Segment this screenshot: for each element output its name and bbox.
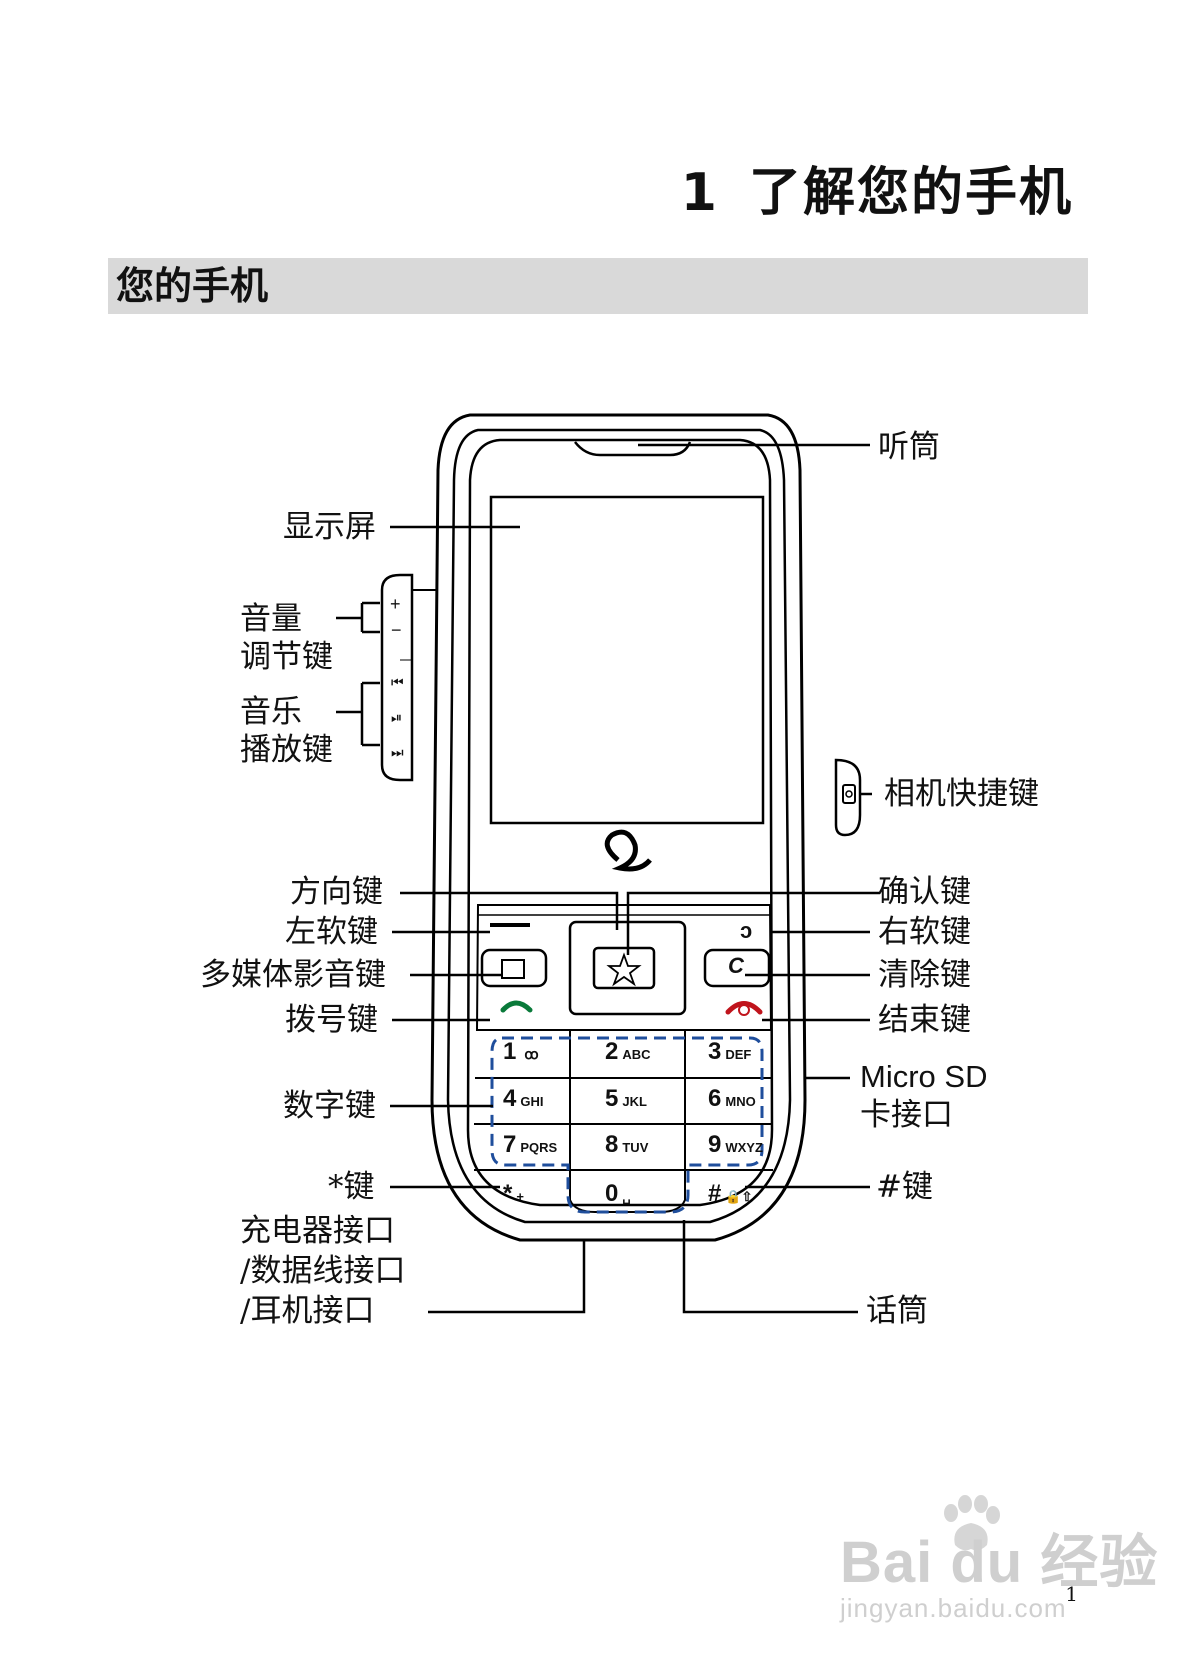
leader-confirm xyxy=(626,891,880,955)
leader-music xyxy=(336,681,380,747)
label-confirm-key: 确认键 xyxy=(878,874,971,910)
key-letters: GHI xyxy=(520,1094,544,1109)
label-microsd-1: Micro SD xyxy=(860,1059,988,1094)
label-hash-key: #键 xyxy=(876,1169,933,1205)
label-earpiece: 听筒 xyxy=(878,429,940,465)
label-end-key: 结束键 xyxy=(878,1002,971,1038)
key-letters: PQRS xyxy=(520,1140,558,1155)
key-digit: 9 xyxy=(708,1131,722,1158)
label-clear-key: 清除键 xyxy=(878,957,971,993)
key-extra: ꝏ xyxy=(524,1046,539,1062)
key-letters: ABC xyxy=(622,1047,651,1062)
label-left-soft-key: 左软键 xyxy=(285,914,378,950)
section-title: 您的手机 xyxy=(116,264,269,308)
volume-up-label: + xyxy=(390,594,401,614)
label-volume-2: 调节键 xyxy=(240,639,333,675)
label-camera-key: 相机快捷键 xyxy=(884,776,1039,812)
section-bar xyxy=(108,258,1088,314)
label-microsd-2: 卡接口 xyxy=(860,1097,953,1133)
volume-keys xyxy=(380,573,414,782)
music-play-icon: ⏯ xyxy=(391,710,403,726)
label-display: 显示屏 xyxy=(283,509,376,545)
phone-inner-body xyxy=(446,428,792,1224)
end-key-icon xyxy=(725,1001,763,1016)
key-digit: * xyxy=(503,1180,513,1207)
key-0[interactable]: 0␣ xyxy=(605,1180,631,1208)
key-letters: ␣ xyxy=(622,1189,631,1204)
key-letters: + xyxy=(516,1189,524,1204)
confirm-star-icon xyxy=(606,952,642,987)
key-digit: 0 xyxy=(605,1180,619,1207)
label-charger-3: /耳机接口 xyxy=(240,1293,375,1329)
key-digit: 6 xyxy=(708,1085,722,1112)
key-digit: 3 xyxy=(708,1038,722,1065)
key-digit: 8 xyxy=(605,1131,619,1158)
baidu-paw-logo xyxy=(944,1495,1000,1551)
label-music-1: 音乐 xyxy=(240,694,302,730)
key-hash[interactable]: #🔒⇧ xyxy=(708,1180,752,1208)
leader-microphone xyxy=(682,1220,858,1314)
dial-key-icon xyxy=(500,1000,533,1013)
key-digit: 5 xyxy=(605,1085,619,1112)
display-screen xyxy=(489,495,765,825)
earpiece-slot xyxy=(574,441,692,457)
label-star-key: *键 xyxy=(328,1169,375,1205)
watermark-brand: Bai du 经验 xyxy=(840,1530,1159,1595)
label-music-2: 播放键 xyxy=(240,732,333,768)
confirm-key-box xyxy=(592,946,656,990)
key-star[interactable]: *+ xyxy=(503,1180,524,1208)
label-volume-1: 音量 xyxy=(240,601,302,637)
label-microphone: 话筒 xyxy=(866,1293,928,1329)
key-digit: 1 xyxy=(503,1038,517,1065)
music-next-icon: ⏭ xyxy=(391,745,404,761)
phone-outer-body xyxy=(430,413,807,1242)
leader-charger xyxy=(428,1240,586,1314)
camera-key xyxy=(834,758,862,837)
key-letters: 🔒⇧ xyxy=(725,1189,753,1204)
label-charger-1: 充电器接口 xyxy=(240,1213,395,1249)
label-number-keys: 数字键 xyxy=(283,1088,376,1124)
right-soft-key-glyph: ↄ xyxy=(740,918,753,943)
clear-key xyxy=(703,948,771,988)
key-digit: 7 xyxy=(503,1131,517,1158)
logo-swirl xyxy=(604,829,652,872)
key-letters: TUV xyxy=(622,1140,649,1155)
label-right-soft-key: 右软键 xyxy=(878,914,971,950)
watermark-url: jingyan.baidu.com xyxy=(840,1593,1067,1623)
music-prev-icon: ⏮ xyxy=(391,675,404,691)
chapter-number: 1 xyxy=(680,163,719,223)
chapter-title-text: 了解您的手机 xyxy=(748,163,1073,223)
chapter-title: 1 了解您的手机 xyxy=(681,150,1073,225)
watermark: Bai du 经验 jingyan.baidu.com xyxy=(840,1515,1158,1624)
key-letters: JKL xyxy=(622,1094,647,1109)
key-letters: MNO xyxy=(725,1094,756,1109)
key-letters: WXYZ xyxy=(725,1140,763,1155)
leader-navigation xyxy=(400,891,619,930)
clear-key-glyph: C xyxy=(728,953,744,978)
label-dial-key: 拨号键 xyxy=(285,1002,378,1038)
volume-down-label: − xyxy=(391,620,402,640)
key-digit: # xyxy=(708,1180,722,1207)
key-digit: 2 xyxy=(605,1038,619,1065)
phone-front-face xyxy=(466,438,774,1207)
key-letters: DEF xyxy=(725,1047,752,1062)
page-number: 1 xyxy=(1065,1582,1078,1606)
label-charger-2: /数据线接口 xyxy=(240,1253,406,1289)
key-digit: 4 xyxy=(503,1085,517,1112)
leader-volume xyxy=(336,601,380,634)
label-multimedia-key: 多媒体影音键 xyxy=(200,957,386,993)
multimedia-key xyxy=(480,948,548,988)
label-navigation-key: 方向键 xyxy=(290,874,383,910)
